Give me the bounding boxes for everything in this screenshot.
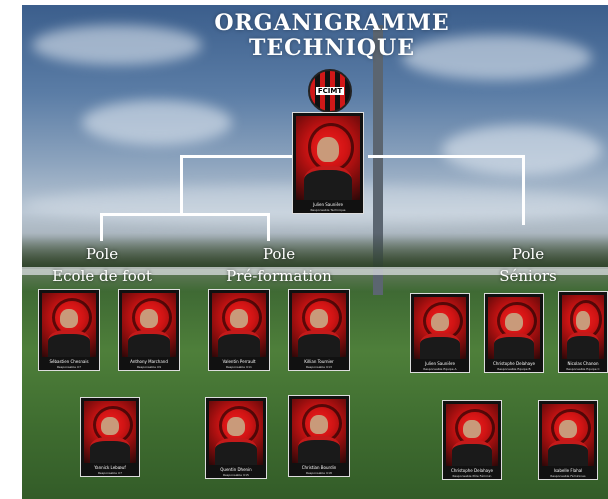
portrait [431, 312, 449, 332]
staff-role: Responsable Technique [310, 208, 346, 212]
portrait [101, 416, 119, 436]
portrait [575, 311, 591, 331]
crest-text: FCIMT [315, 87, 345, 95]
connector-left-v [180, 155, 183, 213]
portrait [139, 309, 159, 329]
staff-name: Julien Saunière [313, 202, 343, 207]
floodlight-pole [373, 25, 383, 295]
portrait [559, 419, 577, 439]
title-line-1: ORGANIGRAMME [214, 10, 450, 36]
tree-line [22, 233, 608, 269]
staff-role: Responsable U18 [306, 471, 332, 475]
staff-name: Valentin Perrault [222, 359, 256, 364]
staff-role: Responsable U7 [97, 471, 123, 475]
portrait [309, 309, 329, 329]
staff-name: Julien Saunière [425, 361, 455, 366]
staff-card: Julien Saunière Responsable Equipe A [410, 293, 470, 373]
cloud [402, 35, 592, 80]
staff-card: Christian Bourdin Responsable U18 [288, 395, 350, 477]
staff-role: Responsable U11 [226, 365, 252, 369]
staff-role: Responsable Pôle Féminin [452, 474, 492, 478]
staff-card: Killian Tournier Responsable U13 [288, 289, 350, 371]
staff-name: Nicolas Chanon [567, 361, 599, 366]
staff-name: Christian Bourdin [301, 465, 337, 470]
staff-name: Anthony Marchand [130, 359, 168, 364]
pole-pre-formation: Pole Pré-formation [226, 245, 332, 285]
staff-role: Responsable U9 [136, 365, 162, 369]
staff-role: Responsable Equipe C [566, 367, 600, 371]
staff-name: Christophe Delahaye [451, 468, 493, 473]
cloud [32, 25, 202, 65]
org-chart-poster: ORGANIGRAMME TECHNIQUE FCIMT Julien Saun… [22, 5, 608, 499]
portrait [309, 415, 329, 435]
staff-card: Christophe Delahaye Responsable Equipe B [484, 293, 544, 373]
director-card: Julien Saunière Responsable Technique [292, 112, 364, 214]
staff-card: Christophe Delahaye Responsable Pôle Fém… [442, 400, 502, 480]
portrait [463, 419, 481, 439]
staff-role: Responsable U7 [56, 365, 82, 369]
portrait [59, 309, 79, 329]
staff-card: Yannick Lebœuf Responsable U7 [80, 397, 140, 477]
staff-name: Christophe Delahaye [493, 361, 535, 366]
staff-card: Isabelle Flahal Responsable Féminines [538, 400, 598, 480]
title-line-2: TECHNIQUE [249, 35, 415, 61]
connector-right-h [368, 155, 524, 158]
staff-role: Responsable U15 [223, 473, 249, 477]
portrait [317, 137, 339, 163]
staff-name: Sébastien Chesnais [49, 359, 89, 364]
staff-name: Killian Tournier [304, 359, 334, 364]
pole-ecole-de-foot: Pole Ecole de foot [52, 245, 152, 285]
staff-name: Isabelle Flahal [553, 468, 583, 473]
portrait [226, 417, 246, 437]
connector-left-h [180, 155, 294, 158]
club-crest-icon: FCIMT [308, 69, 352, 113]
staff-name: Yannick Lebœuf [94, 465, 126, 470]
connector-sub-v2 [267, 213, 270, 241]
staff-role: Responsable U13 [306, 365, 332, 369]
staff-role: Responsable Equipe B [497, 367, 531, 371]
pitch-fence [22, 267, 608, 275]
staff-card: Valentin Perrault Responsable U11 [208, 289, 270, 371]
cloud [82, 100, 232, 145]
pole-seniors: Pole Séniors [499, 245, 557, 285]
staff-card: Anthony Marchand Responsable U9 [118, 289, 180, 371]
staff-card: Nicolas Chanon Responsable Equipe C [558, 291, 608, 373]
staff-card: Quentin Dhenin Responsable U15 [205, 397, 267, 479]
staff-role: Responsable Féminines [550, 474, 586, 478]
connector-right-v [522, 155, 525, 225]
connector-sub-v1 [100, 213, 103, 241]
staff-card: Sébastien Chesnais Responsable U7 [38, 289, 100, 371]
portrait [505, 312, 523, 332]
portrait [229, 309, 249, 329]
staff-name: Quentin Dhenin [220, 467, 252, 472]
staff-role: Responsable Equipe A [423, 367, 457, 371]
connector-sub-h [100, 213, 270, 216]
